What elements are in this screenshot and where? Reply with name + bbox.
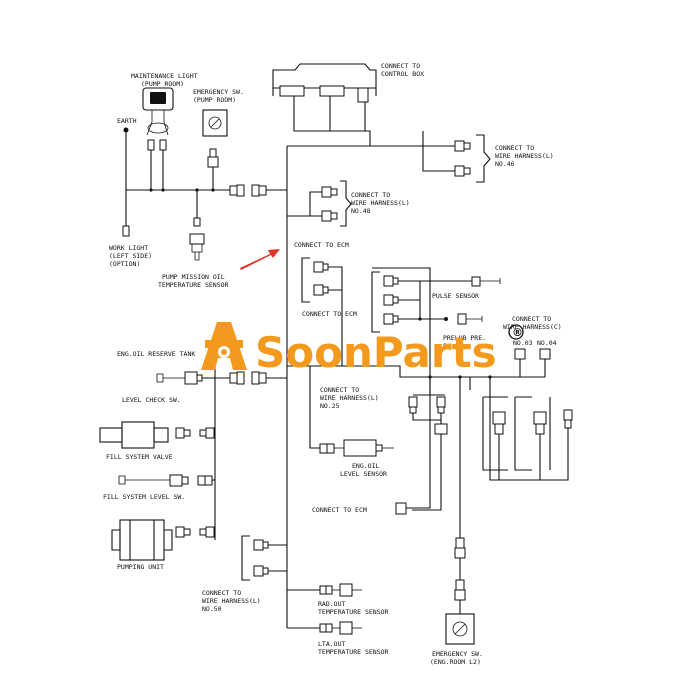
connector-no50 [241, 535, 287, 581]
connector-no48 [287, 180, 352, 227]
earth-label: EARTH [117, 117, 137, 125]
level-check-label: LEVEL CHECK SW. [122, 396, 181, 404]
emergency-eng-label: EMERGENCY SW.(ENG.ROOM L2) [430, 650, 483, 666]
fill-valve-label: FILL SYSTEM VALVE [106, 453, 173, 461]
emergency-switch-pump-room [202, 109, 228, 190]
prelub-label: PRELUB PRE.S [443, 334, 486, 350]
prelub-connector-pairs [408, 377, 448, 511]
pumping-unit-label: PUMPING UNIT [117, 563, 164, 571]
control-box-connector [272, 63, 424, 159]
fill-system-valve [99, 421, 215, 449]
connector-no46 [422, 134, 491, 183]
lta-out-sensor [287, 621, 362, 635]
fill-system-level-switch [118, 474, 215, 487]
watermark-text: SoonParts [255, 328, 497, 377]
work-light-label: WORK LIGHT(LEFT SIDE)(OPTION) [109, 244, 152, 268]
level-check-switch [156, 364, 287, 540]
wh-c-connectors [514, 348, 551, 377]
connect-ecm-label-1: CONNECT TO ECM [294, 241, 349, 249]
right-sensor-block [287, 365, 573, 510]
switch-knob-icon [210, 118, 220, 128]
eng-oil-reserve-label: ENG.OIL RESERVE TANK [117, 350, 195, 358]
watermark-logo-icon [201, 322, 247, 370]
pumping-unit [111, 519, 215, 561]
no03-label: NO.03 [513, 339, 533, 347]
registered-mark: ® [512, 326, 523, 339]
no04-label: NO.04 [537, 339, 557, 347]
pulse-sensor-label: PULSE SENSOR [432, 292, 479, 300]
earth-terminal [122, 127, 287, 237]
rad-out-sensor [287, 583, 362, 597]
maintenance-light-assembly [142, 87, 174, 190]
ecm-connector-group [301, 257, 343, 360]
red-arrow-icon [240, 249, 280, 270]
registered-icon [508, 324, 524, 340]
fill-level-label: FILL SYSTEM LEVEL SW. [103, 493, 185, 501]
emergency-switch-eng-room [445, 510, 475, 645]
pulse-sensor-group [371, 267, 501, 395]
connect-ecm-label-3: CONNECT TO ECM [312, 506, 367, 514]
pump-mission-oil-sensor [189, 190, 205, 261]
eng-oil-level-sensor [287, 365, 394, 457]
connect-ecm-label-2: CONNECT TO ECM [302, 310, 357, 318]
maintenance-light-label: MAINTENANCE LIGHT(PUMP ROOM) [131, 72, 198, 88]
emergency-pump-label: EMERGENCY SW.(PUMP ROOM) [193, 88, 244, 104]
